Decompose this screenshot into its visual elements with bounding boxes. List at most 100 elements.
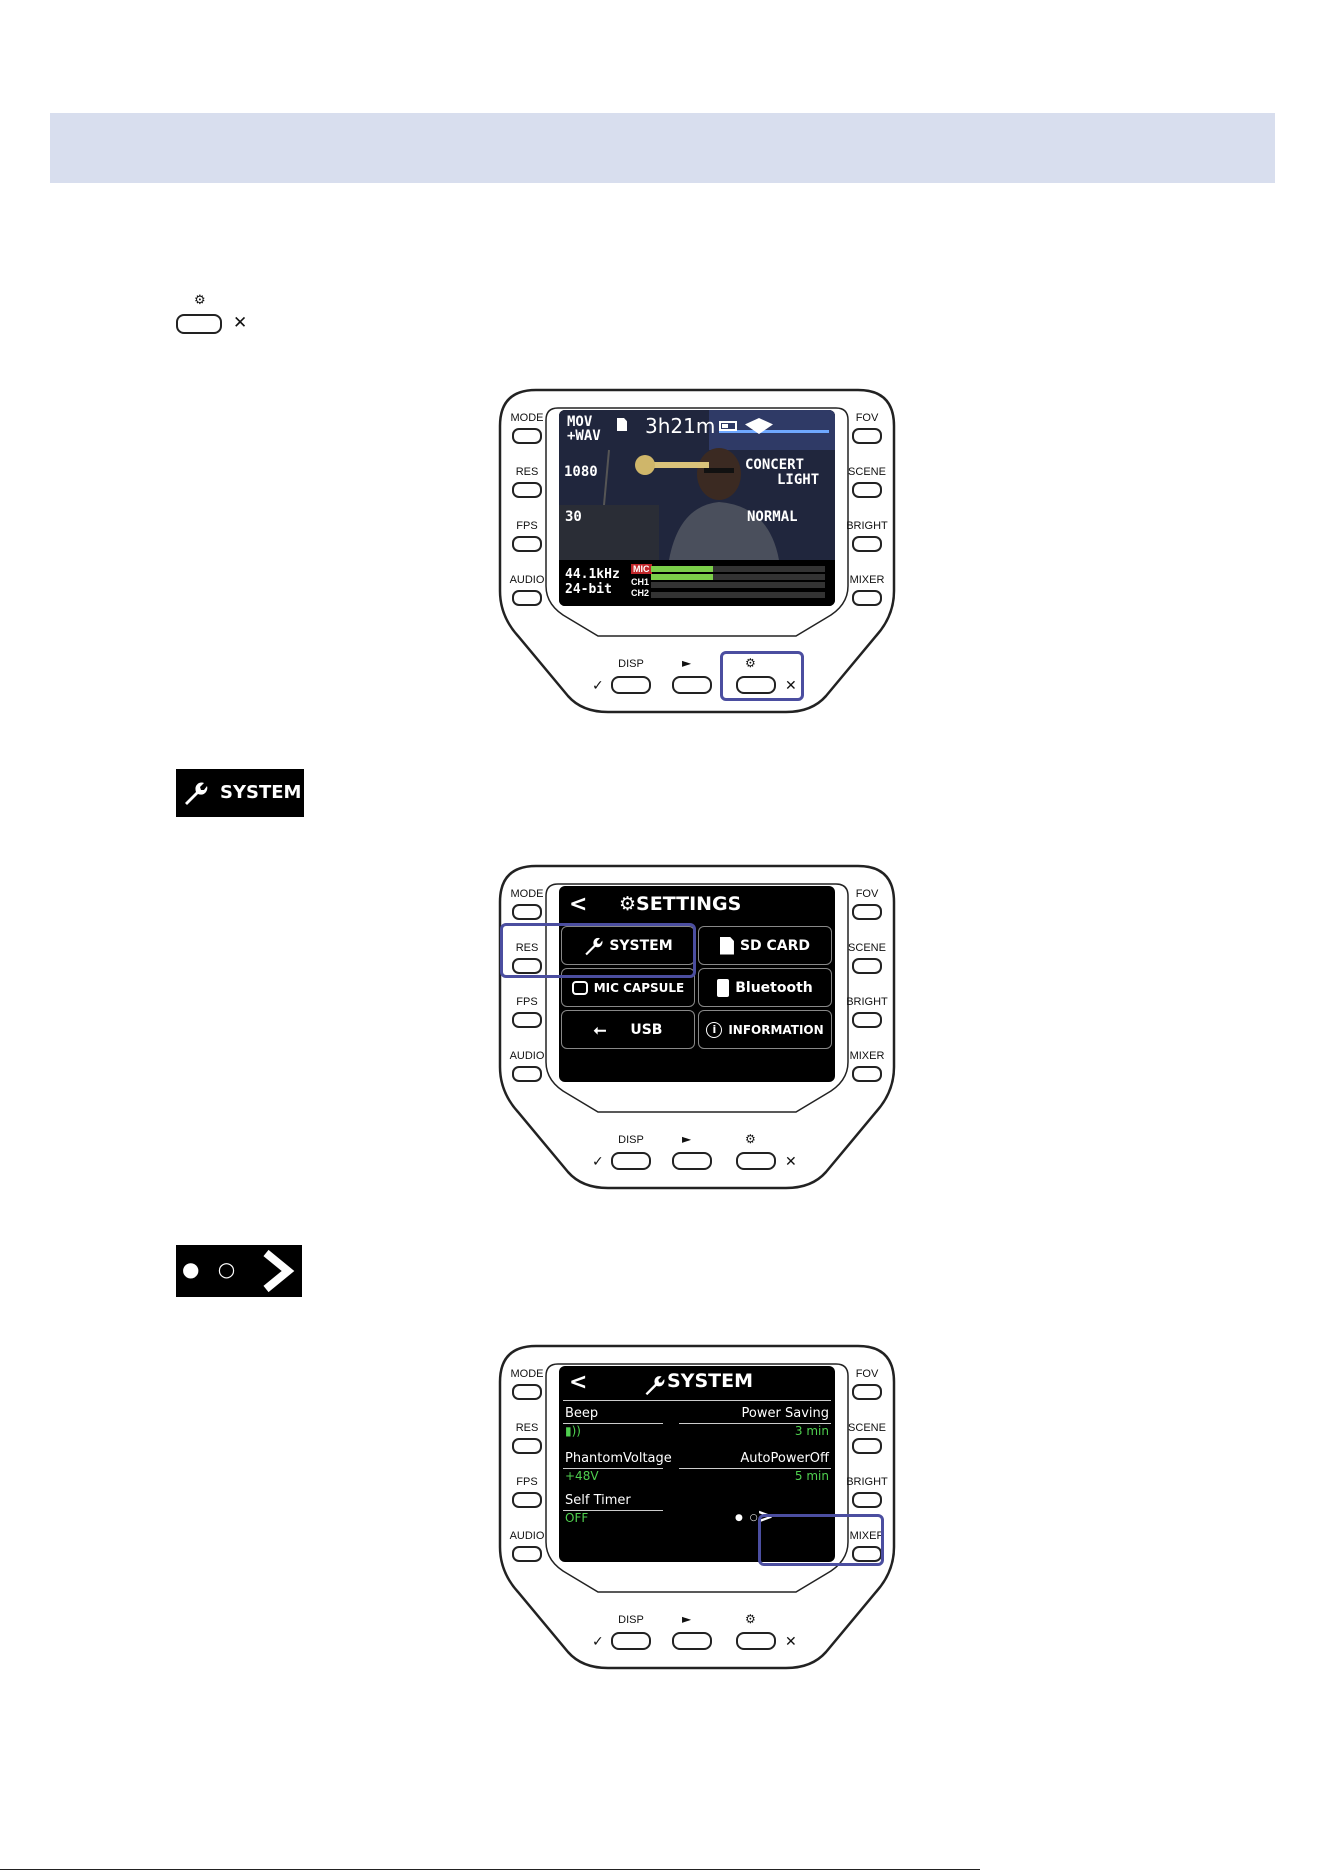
settings-screen: < ⚙SETTINGS SYSTEM SD CARD MIC CAPSULE B… (559, 886, 835, 1082)
settings-cell-bluetooth[interactable]: Bluetooth (698, 968, 832, 1007)
settings-cell-information[interactable]: i INFORMATION (698, 1010, 832, 1049)
meter-mic-bar (651, 566, 825, 572)
fov-button[interactable] (852, 1384, 882, 1400)
settings-cell-usb[interactable]: ⭠ USB (561, 1010, 695, 1049)
format-label-bottom: +WAV (567, 428, 601, 444)
res-label: RES (515, 466, 539, 478)
gear-icon: ⚙ (619, 893, 637, 915)
mode-label: MODE (510, 888, 544, 900)
play-icon: ► (682, 1132, 692, 1146)
settings-title-text: SETTINGS (636, 893, 742, 915)
settings-button[interactable] (736, 1152, 776, 1170)
audio-label: AUDIO (509, 1530, 545, 1542)
meter-mic-fill2 (651, 574, 713, 580)
system-cell-highlight (500, 923, 696, 978)
divider (563, 1468, 663, 1469)
usb-icon: ⭠ (593, 1019, 607, 1039)
bright-button[interactable] (852, 1492, 882, 1508)
divider (679, 1468, 831, 1469)
fps-button[interactable] (512, 536, 542, 552)
system-screen: < SYSTEM Beep ▮)) Power Saving 3 min Pha… (559, 1366, 835, 1562)
disp-button[interactable] (611, 1632, 651, 1650)
sd-card-icon (617, 418, 627, 431)
sd-card-icon (719, 936, 734, 955)
brightness-value: NORMAL (747, 509, 798, 525)
settings-button[interactable] (736, 1632, 776, 1650)
auto-power-off-label[interactable]: AutoPowerOff (740, 1451, 829, 1466)
page-footer-line (0, 1869, 980, 1870)
battery-icon (719, 421, 737, 431)
audio-button[interactable] (512, 1546, 542, 1562)
res-label: RES (515, 1422, 539, 1434)
chevron-right-icon (263, 1249, 295, 1293)
disp-label: DISP (618, 658, 644, 670)
title-divider (563, 1400, 831, 1401)
divider (563, 1510, 663, 1511)
self-timer-label[interactable]: Self Timer (565, 1493, 631, 1508)
bright-button[interactable] (852, 536, 882, 552)
res-button[interactable] (512, 482, 542, 498)
check-icon: ✓ (592, 678, 604, 694)
scene-button[interactable] (852, 1438, 882, 1454)
mode-button[interactable] (512, 904, 542, 920)
bright-label: BRIGHT (846, 996, 888, 1008)
mic-capsule-icon (571, 980, 588, 995)
disp-label: DISP (618, 1614, 644, 1626)
mode-button[interactable] (512, 428, 542, 444)
settings-cell-label: INFORMATION (728, 1022, 824, 1037)
back-arrow[interactable]: < (569, 1370, 588, 1395)
fov-label: FOV (855, 888, 879, 900)
mode-label: MODE (510, 1368, 544, 1380)
self-timer-value: OFF (565, 1511, 589, 1525)
disp-button[interactable] (611, 676, 651, 694)
meter-ch1-label: CH1 (631, 577, 650, 587)
fov-button[interactable] (852, 904, 882, 920)
mixer-button[interactable] (852, 590, 882, 606)
mixer-button[interactable] (852, 1066, 882, 1082)
res-button[interactable] (512, 1438, 542, 1454)
system-chip-label: SYSTEM (220, 782, 302, 803)
resolution-value: 1080 (564, 464, 598, 480)
fps-label: FPS (516, 996, 538, 1008)
settings-cell-mic-capsule[interactable]: MIC CAPSULE (561, 968, 695, 1007)
power-saving-value: 3 min (794, 1424, 829, 1438)
fps-label: FPS (516, 520, 538, 532)
audio-button[interactable] (512, 590, 542, 606)
meter-ch2-label: CH2 (631, 588, 650, 598)
mode-button[interactable] (512, 1384, 542, 1400)
fps-button[interactable] (512, 1492, 542, 1508)
close-icon: ✕ (233, 313, 248, 333)
section-header-band (50, 113, 1275, 183)
scene-button[interactable] (852, 958, 882, 974)
disp-label: DISP (618, 1134, 644, 1146)
disp-button[interactable] (611, 1152, 651, 1170)
scene-label: SCENE (848, 466, 886, 478)
settings-cell-sd-card[interactable]: SD CARD (698, 926, 832, 965)
bright-button[interactable] (852, 1012, 882, 1028)
res-button[interactable] (512, 958, 542, 974)
system-title: SYSTEM (667, 1370, 753, 1392)
camera-device-settings: < ⚙SETTINGS SYSTEM SD CARD MIC CAPSULE B… (496, 862, 898, 1192)
scene-button[interactable] (852, 482, 882, 498)
wrench-icon (185, 782, 208, 805)
phantom-voltage-label[interactable]: PhantomVoltage (565, 1451, 672, 1466)
audio-button[interactable] (512, 1066, 542, 1082)
play-icon: ► (682, 1612, 692, 1626)
power-saving-label[interactable]: Power Saving (741, 1406, 829, 1421)
play-button[interactable] (672, 676, 712, 694)
audio-label: AUDIO (509, 574, 545, 586)
settings-button[interactable] (736, 676, 776, 694)
play-button[interactable] (672, 1632, 712, 1650)
fps-button[interactable] (512, 1012, 542, 1028)
mode-label: MODE (510, 412, 544, 424)
fov-label: FOV (855, 1368, 879, 1380)
close-icon: ✕ (785, 678, 797, 694)
back-arrow[interactable]: < (569, 892, 588, 917)
step1-gear-button-illustration: ⚙ ✕ (176, 294, 256, 340)
fov-button[interactable] (852, 428, 882, 444)
settings-button-highlight (720, 651, 804, 701)
beep-label[interactable]: Beep (565, 1406, 599, 1421)
play-button[interactable] (672, 1152, 712, 1170)
meter-mic-fill (651, 566, 713, 572)
sample-rate: 44.1kHz (565, 567, 620, 582)
